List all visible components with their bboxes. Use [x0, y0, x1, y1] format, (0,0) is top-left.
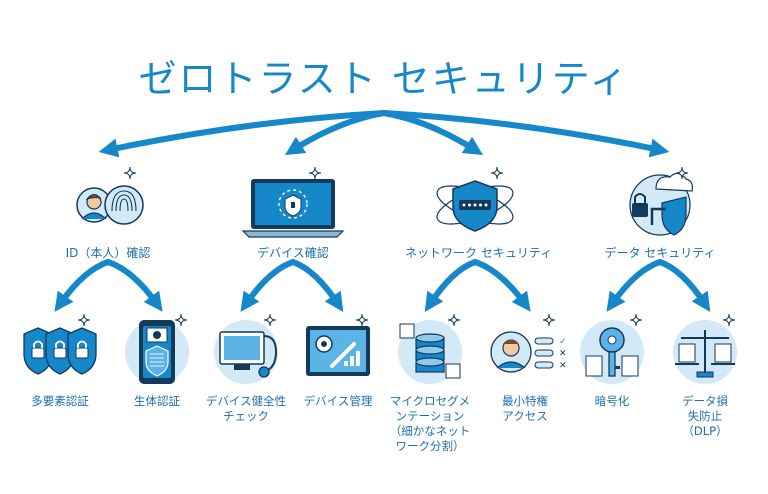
child-label-4-2: データ損 失防止 （DLP） [682, 394, 728, 438]
arrow-root-to-category-2 [284, 110, 387, 156]
face-scan-phone-icon [125, 320, 189, 384]
sparkle-icon [542, 313, 556, 327]
laptop-shield-icon [241, 179, 345, 238]
child-label-2-2: デバイス管理 [303, 394, 373, 408]
key-documents-icon [580, 320, 644, 384]
database-segments-icon [398, 320, 462, 384]
arrow-root-to-category-1 [98, 110, 387, 158]
sparkle-icon [77, 313, 91, 327]
category-label-2: デバイス確認 [257, 246, 329, 260]
sparkle-icon [675, 166, 689, 180]
sparkle-icon [355, 313, 369, 327]
sparkle-icon [308, 166, 322, 180]
gear-wrench-dashboard-icon [306, 326, 370, 376]
padlock-shields-icon [23, 327, 97, 375]
category-label-4: データ セキュリティ [604, 246, 716, 260]
arrow-category-4-to-child-1 [606, 259, 663, 312]
cloud-lock-shield-icon [629, 172, 693, 236]
sparkle-icon [447, 313, 461, 327]
svg-text:✓: ✓ [559, 337, 567, 347]
child-label-4-1: 暗号化 [594, 394, 630, 408]
diagram-title: ゼロトラスト セキュリティ [138, 57, 630, 101]
sparkle-icon [123, 166, 137, 180]
sparkle-icon [629, 313, 643, 327]
arrow-category-3-to-child-2 [472, 259, 531, 312]
svg-text:✕: ✕ [559, 349, 567, 359]
sparkle-icon [263, 313, 277, 327]
sparkle-icon [722, 313, 736, 327]
child-label-3-2: 最小特権 アクセス [502, 394, 548, 423]
child-label-2-1: デバイス健全性 チェック [205, 394, 287, 423]
stethoscope-monitor-icon [214, 320, 278, 384]
connector-arrows [54, 110, 711, 313]
arrow-root-to-category-4 [381, 110, 670, 158]
svg-text:✕: ✕ [559, 361, 567, 371]
child-label-3-1: マイクロセグメ ンテーション （細かなネット ワーク分割） [389, 394, 471, 453]
icon-layer: ✓ ✕ ✕ [23, 166, 737, 384]
arrow-category-1-to-child-1 [54, 259, 111, 312]
sparkle-icon [174, 313, 188, 327]
arrow-category-2-to-child-1 [240, 259, 296, 312]
category-label-3: ネットワーク セキュリティ [405, 246, 553, 260]
network-shield-orbit-icon [436, 180, 514, 232]
scales-documents-icon [673, 320, 737, 384]
child-label-1-2: 生体認証 [134, 394, 180, 408]
child-label-1-1: 多要素認証 [31, 394, 89, 408]
arrow-category-4-to-child-2 [657, 259, 711, 313]
arrow-category-2-to-child-2 [290, 259, 344, 313]
arrow-category-1-to-child-2 [105, 259, 163, 312]
category-label-1: ID（本人）確認 [65, 246, 151, 260]
user-permission-list-icon: ✓ ✕ ✕ [490, 331, 567, 373]
person-fingerprint-icon [76, 185, 144, 225]
sparkle-icon [490, 166, 504, 180]
arrow-category-3-to-child-1 [424, 259, 478, 313]
